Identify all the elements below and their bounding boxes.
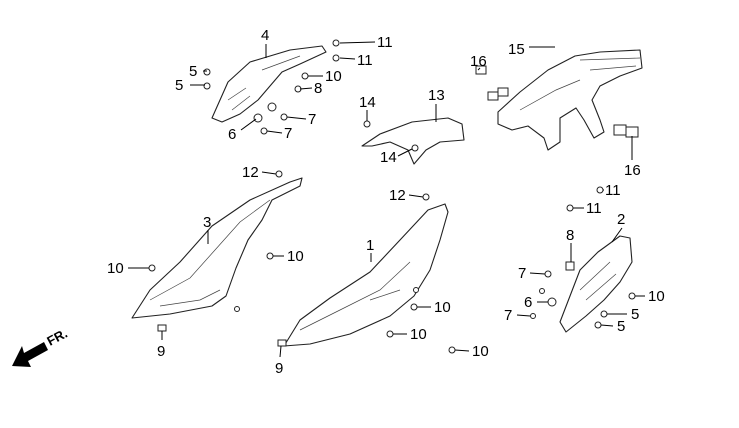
callout: 1 <box>366 237 374 254</box>
part-13-center-cover <box>361 117 465 165</box>
callout: 16 <box>470 53 487 70</box>
callout: 5 <box>631 306 639 323</box>
callout: 5 <box>617 318 625 335</box>
callout: 9 <box>157 343 165 360</box>
front-label: FR. <box>44 326 70 349</box>
callout: 6 <box>524 294 532 311</box>
callout: 8 <box>566 227 574 244</box>
callout: 14 <box>359 94 376 111</box>
callout: 13 <box>428 87 445 104</box>
callout: 7 <box>284 125 292 142</box>
callout: 11 <box>377 34 393 51</box>
callout: 10 <box>472 343 489 360</box>
callout: 4 <box>261 27 269 44</box>
callout: 12 <box>389 187 406 204</box>
callout: 7 <box>504 307 512 324</box>
callout: 10 <box>287 248 304 265</box>
part-3-side-cover-left <box>131 177 303 319</box>
part-1-side-cover-right <box>283 203 449 347</box>
part-15-rear-carrier <box>497 49 643 151</box>
callout: 3 <box>203 214 211 231</box>
hardware-group <box>148 39 639 354</box>
callout: 11 <box>586 200 602 217</box>
callout: 6 <box>228 126 236 143</box>
callout-labels: 4 11 11 5 5 10 8 7 7 6 15 16 16 13 14 14… <box>107 27 665 377</box>
callout: 11 <box>605 182 621 199</box>
callout: 2 <box>617 211 625 228</box>
callout: 5 <box>189 63 197 80</box>
callout: 5 <box>175 77 183 94</box>
callout: 12 <box>242 164 259 181</box>
callout: 11 <box>357 52 373 69</box>
callout: 10 <box>434 299 451 316</box>
callout: 7 <box>518 265 526 282</box>
front-direction-indicator: FR. <box>12 326 70 367</box>
callout: 16 <box>624 162 641 179</box>
part-2-grab-rail-right <box>559 235 633 333</box>
callout: 15 <box>508 41 525 58</box>
callout: 14 <box>380 149 397 166</box>
callout: 9 <box>275 360 283 377</box>
callout: 10 <box>107 260 124 277</box>
callout: 8 <box>314 80 322 97</box>
callout: 10 <box>410 326 427 343</box>
part-4-grab-rail-left <box>211 45 327 123</box>
front-arrow-icon <box>12 342 48 367</box>
callout: 10 <box>648 288 665 305</box>
leader-lines <box>128 41 645 358</box>
callout: 10 <box>325 68 342 85</box>
callout: 7 <box>308 111 316 128</box>
